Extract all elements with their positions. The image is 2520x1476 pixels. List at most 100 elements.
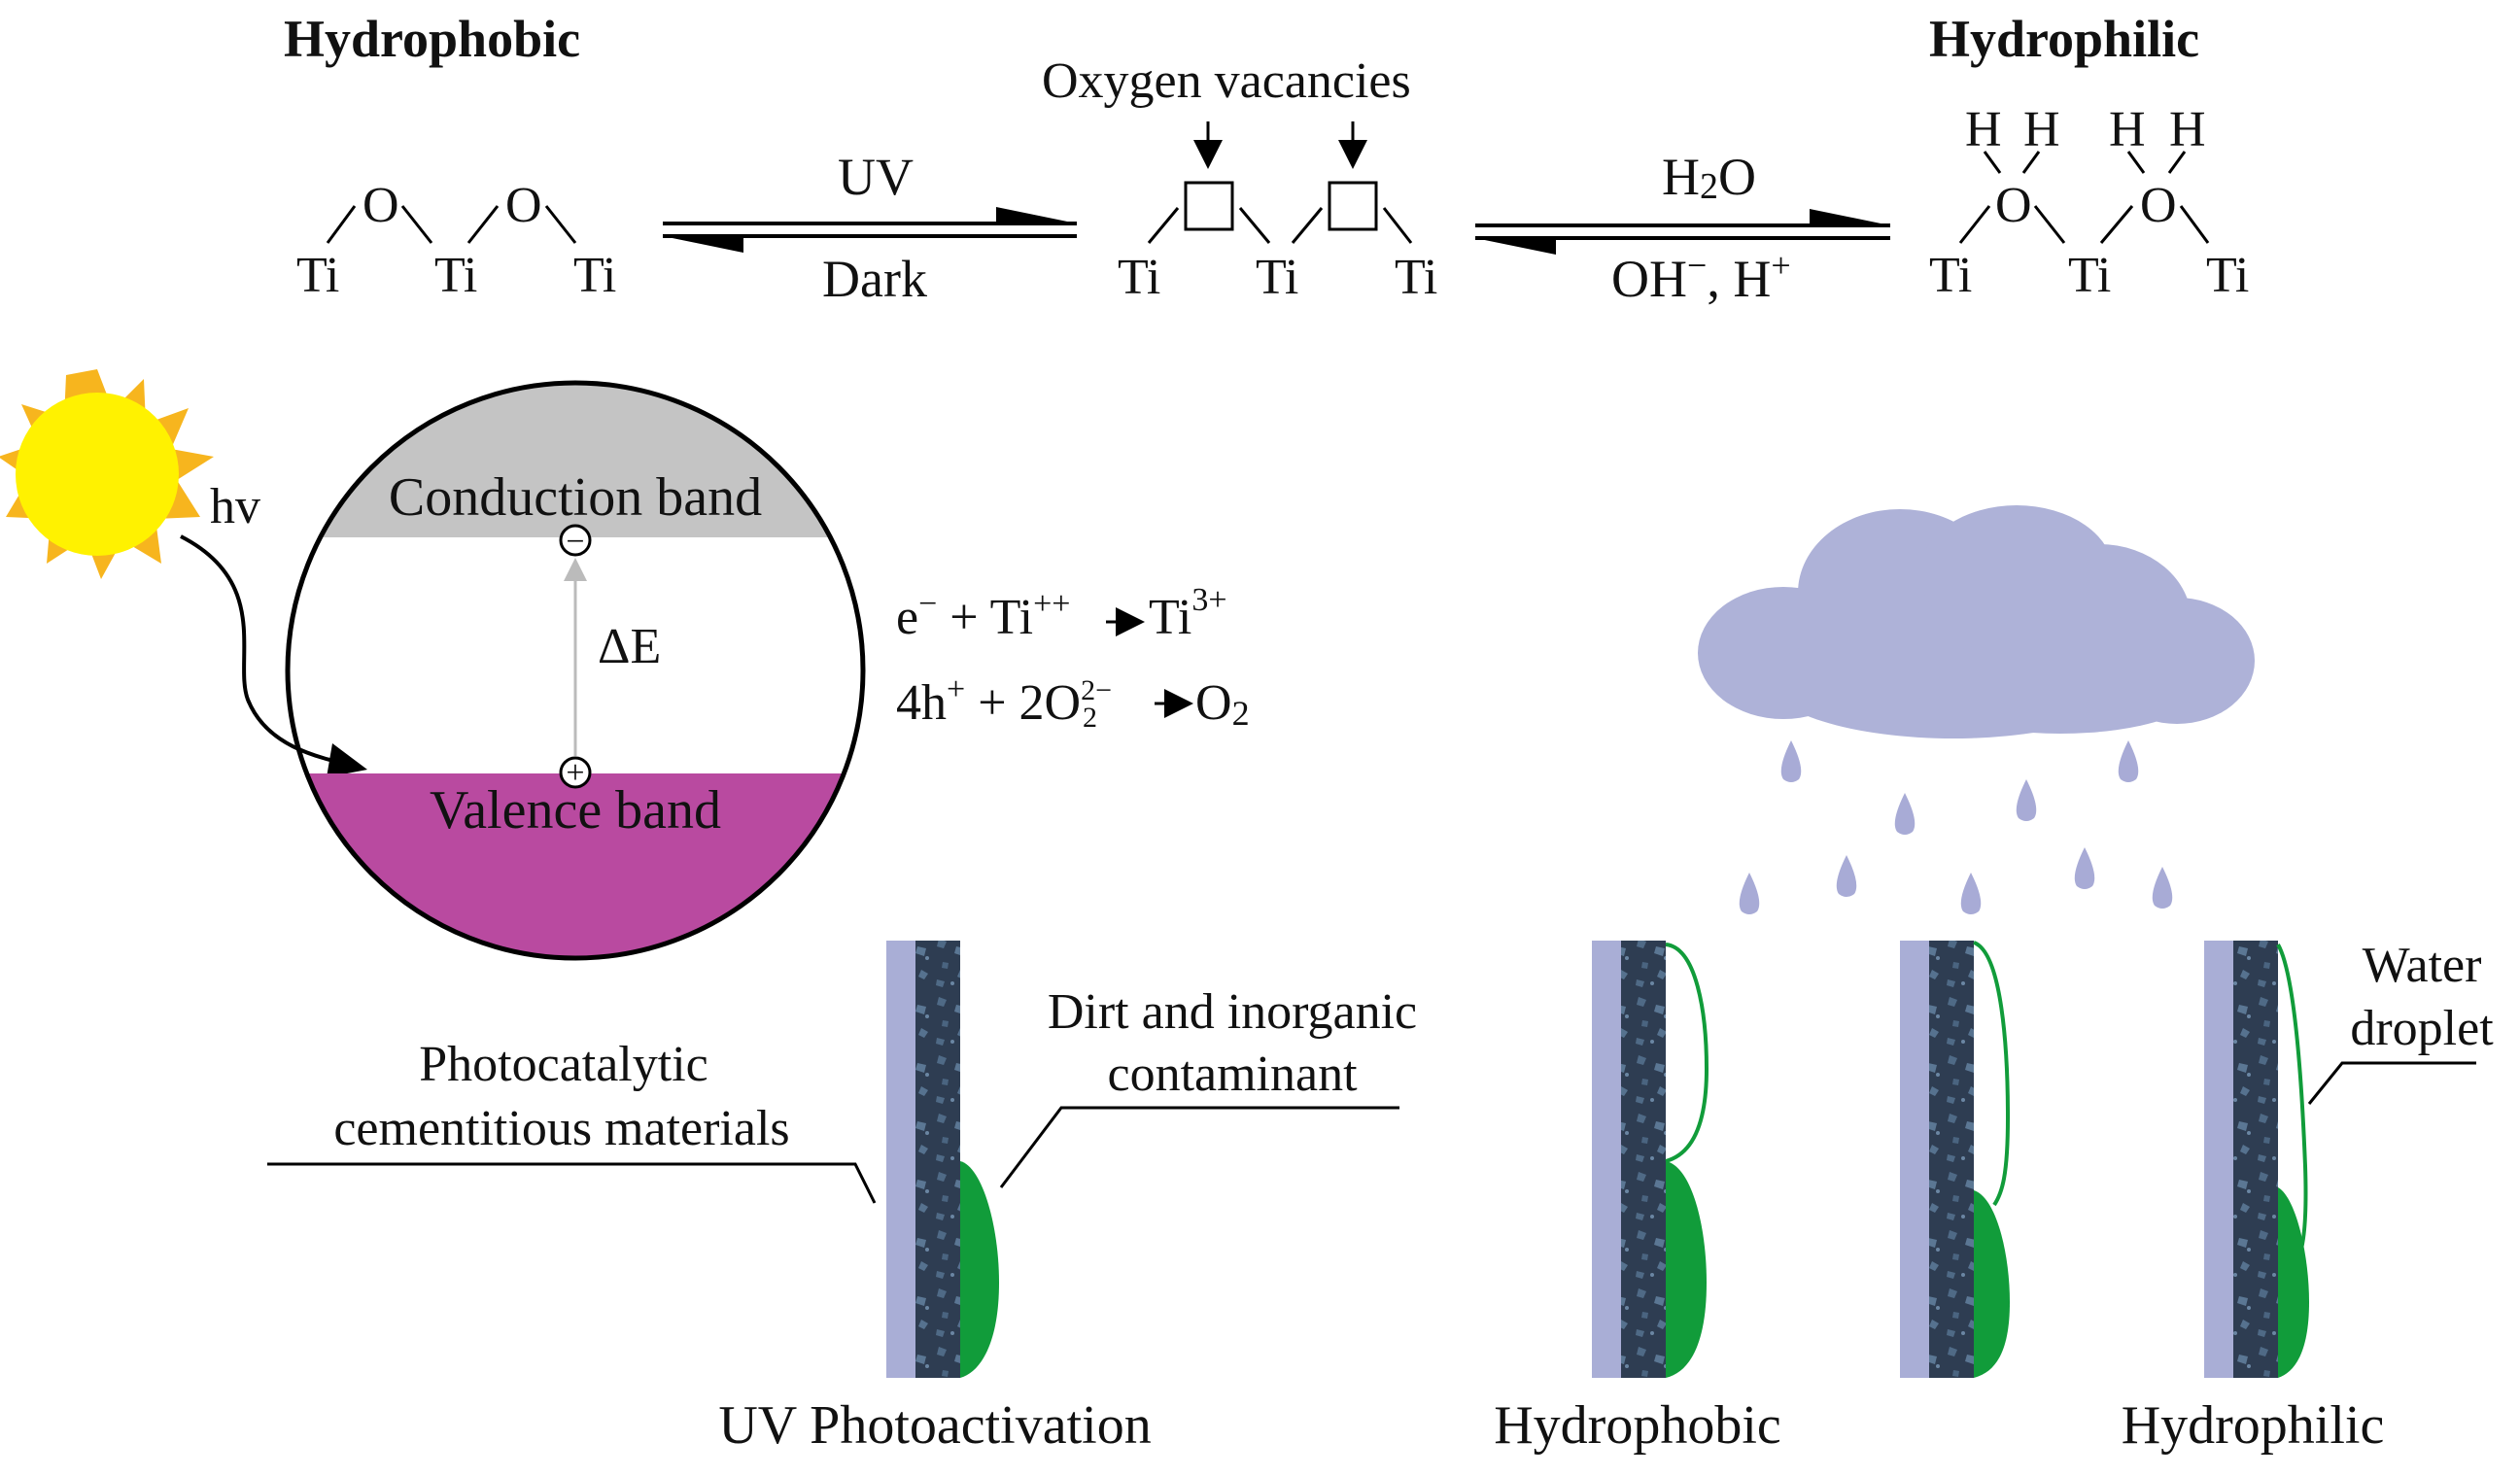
sun-core [16,393,179,556]
photocatalytic-line1: Photocatalytic [419,1037,708,1092]
hv-label: hv [210,479,260,534]
dirt-deposit [2278,1187,2309,1378]
hydrophobic-title: Hydrophobic [284,10,580,68]
water-line1: Water [2363,938,2482,993]
band-diagram: Conduction band Valence band − + ΔE [285,380,866,961]
leader-line [2307,1061,2476,1105]
wall-hydrophobic [1592,941,1709,1378]
dirt-deposit [1974,1190,2010,1378]
molecule-hydrophilic: H H H H O O Ti Ti Ti [1929,102,2249,303]
hole-icon [559,756,592,789]
hydrophobic-label: Hydrophobic [1494,1395,1781,1456]
valence-band-label: Valence band [430,780,721,841]
dirt-deposit [960,1161,999,1378]
bond [2167,151,2187,174]
ti-label: Ti [2068,248,2111,303]
forward-head [1810,209,1890,225]
water-line2: droplet [2350,1001,2494,1056]
rain-drop [2016,779,2037,821]
wall-substrate [1900,941,1929,1378]
ti-label: Ti [296,248,339,303]
equation-1-rhs: Ti3+ [1149,582,1227,645]
dirt-line2: contaminant [1107,1047,1358,1102]
ti-label: Ti [2206,248,2249,303]
o-label: O [505,178,542,233]
bond [1983,151,2002,174]
bond [1238,207,1271,244]
leader-line [267,1162,877,1204]
bond [326,205,357,244]
equilibrium-uv-dark: UV Dark [663,148,1077,308]
dirt-deposit [1666,1161,1707,1378]
equations: e− + Ti++ Ti3+ 4h+ + 2O2−2 O2 [896,582,1250,734]
equation-1: e− + Ti++ [896,586,1070,645]
h-label: H [2169,102,2206,157]
leader-line [999,1106,1399,1188]
h2o-label: H2O [1662,148,1756,207]
hydrophilic-label: Hydrophilic [2122,1395,2385,1456]
o-label: O [2140,178,2177,233]
h-label: H [1965,102,2002,157]
wall-cement [1621,941,1666,1378]
bond [1291,207,1324,244]
bond [1382,207,1413,244]
bond [400,205,433,244]
rain-drop [1836,855,1857,897]
photon-arrow [180,534,362,770]
photon-arrow-head [327,743,367,777]
bond [544,205,577,244]
ti-label: Ti [1395,250,1437,305]
equation-2: 4h+ + 2O2−2 [896,671,1112,734]
wall-cement [1929,941,1974,1378]
uv-label: UV [838,148,914,206]
molecule-vacancies: Oxygen vacancies Ti Ti Ti [1042,53,1437,305]
electron-symbol: − [566,524,584,560]
band-circle [285,380,866,961]
wall-uv [886,941,999,1378]
hydrophilic-title: Hydrophilic [1929,10,2199,68]
bond [1147,207,1180,244]
wall-hydrophilic [2204,941,2309,1378]
water-droplet-outline [1665,943,1709,1163]
wall-transition [1900,941,2011,1378]
oxygen-vacancies-label: Oxygen vacancies [1042,53,1411,109]
cloud-icon [1698,505,2255,738]
sun-icon [0,369,214,579]
label-photocatalytic: Photocatalytic cementitious materials [267,1037,877,1204]
equation-2-rhs: O2 [1195,675,1250,733]
ti-label: Ti [1118,250,1160,305]
forward-head [996,207,1077,223]
o-label: O [1995,178,2032,233]
dirt-line1: Dirt and inorganic [1048,984,1417,1040]
wall-substrate [886,941,915,1378]
bond [2033,205,2066,244]
rain-drop [2152,867,2173,909]
rain-drop [1780,740,1802,782]
equilibrium-water: H2O OH−, H+ [1475,148,1890,308]
bond [1958,205,1991,244]
dark-label: Dark [822,250,927,308]
photocatalytic-line2: cementitious materials [333,1101,789,1156]
wall-cement [915,941,960,1378]
rain-drop [2118,740,2139,782]
label-water-droplet: Water droplet [2307,938,2494,1105]
conduction-band-label: Conduction band [389,467,762,528]
delta-e-label: ΔE [598,619,661,674]
bond [2099,205,2134,244]
molecule-hydrophobic: Ti Ti Ti O O [296,178,616,303]
bond [2021,151,2041,174]
wall-substrate [1592,941,1621,1378]
ti-label: Ti [1256,250,1298,305]
wall-cement [2233,941,2278,1378]
uv-photoactivation-label: UV Photoactivation [718,1395,1151,1456]
rain-drop [2074,847,2095,889]
reverse-head [1475,238,1556,255]
hole-symbol: + [566,755,584,791]
reverse-head [663,236,743,253]
ti-label: Ti [434,248,477,303]
water-droplet-outline [1973,941,2011,1207]
h-label: H [2023,102,2060,157]
ti-label: Ti [573,248,616,303]
